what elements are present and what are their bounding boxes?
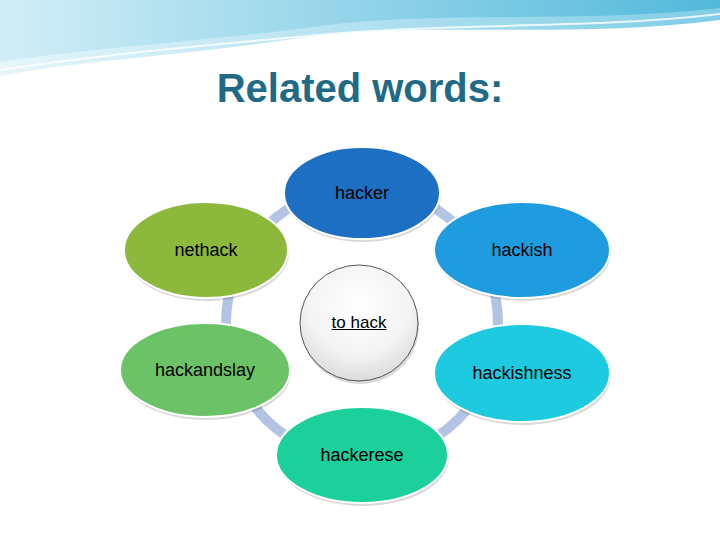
- slide-title: Related words:: [0, 66, 720, 111]
- node-label: to hack: [298, 313, 420, 333]
- node-label: hackishness: [432, 363, 612, 384]
- node-label: hackandslay: [118, 360, 292, 381]
- word-ellipse: hackerese: [274, 405, 450, 505]
- word-ellipse: hackandslay: [118, 321, 292, 419]
- center-circle: to hack: [298, 263, 420, 383]
- top-wave-line: [0, 14, 720, 70]
- node-label: nethack: [122, 240, 290, 261]
- top-wave: [0, 0, 720, 76]
- word-ellipse: hackishness: [432, 322, 612, 424]
- word-ellipse: nethack: [122, 200, 290, 300]
- node-label: hackish: [432, 240, 612, 261]
- node-label: hacker: [282, 183, 442, 204]
- node-label: hackerese: [274, 445, 450, 466]
- word-ellipse: hackish: [432, 200, 612, 300]
- word-ellipse: hacker: [282, 145, 442, 241]
